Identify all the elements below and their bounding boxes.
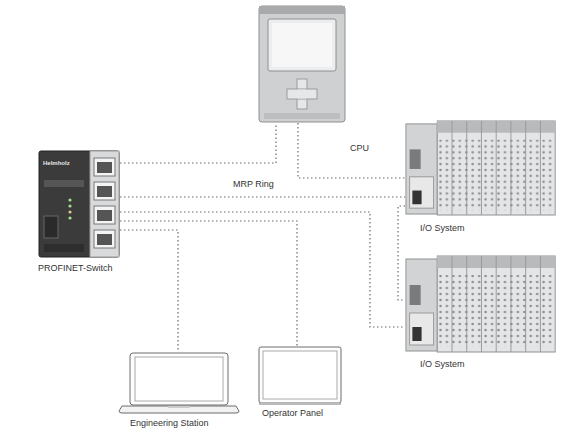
device-caption: I/O System [420, 223, 465, 233]
dotted-connector [120, 212, 405, 327]
device-caption: Engineering Station [130, 418, 209, 428]
operator-panel-illustration [258, 346, 342, 406]
cpu-device: CPU [258, 5, 346, 123]
io-system-illustration [405, 120, 557, 216]
ring-label: MRP Ring [233, 179, 274, 189]
device-caption: PROFINET-Switch [38, 263, 113, 273]
dotted-connector [120, 230, 178, 352]
device-caption: I/O System [420, 359, 465, 369]
brand-label: Helmholz [43, 160, 70, 166]
dotted-connector [120, 196, 405, 197]
device-caption: CPU [350, 143, 369, 153]
operator-panel: Operator Panel [258, 346, 342, 406]
dotted-connector [298, 123, 405, 178]
dotted-connector [120, 123, 276, 163]
switch-device: PROFINET-Switch [38, 150, 120, 258]
dotted-connector [398, 206, 405, 300]
switch-illustration [38, 150, 120, 258]
cpu-illustration [258, 5, 346, 123]
device-caption: Operator Panel [262, 408, 323, 418]
laptop-illustration [118, 352, 240, 414]
dotted-connector [120, 221, 297, 346]
io-system-illustration [405, 255, 557, 353]
engineering-station: Engineering Station [118, 352, 240, 414]
io-system-device: I/O System [405, 255, 557, 353]
io-system-device: I/O System [405, 120, 557, 216]
